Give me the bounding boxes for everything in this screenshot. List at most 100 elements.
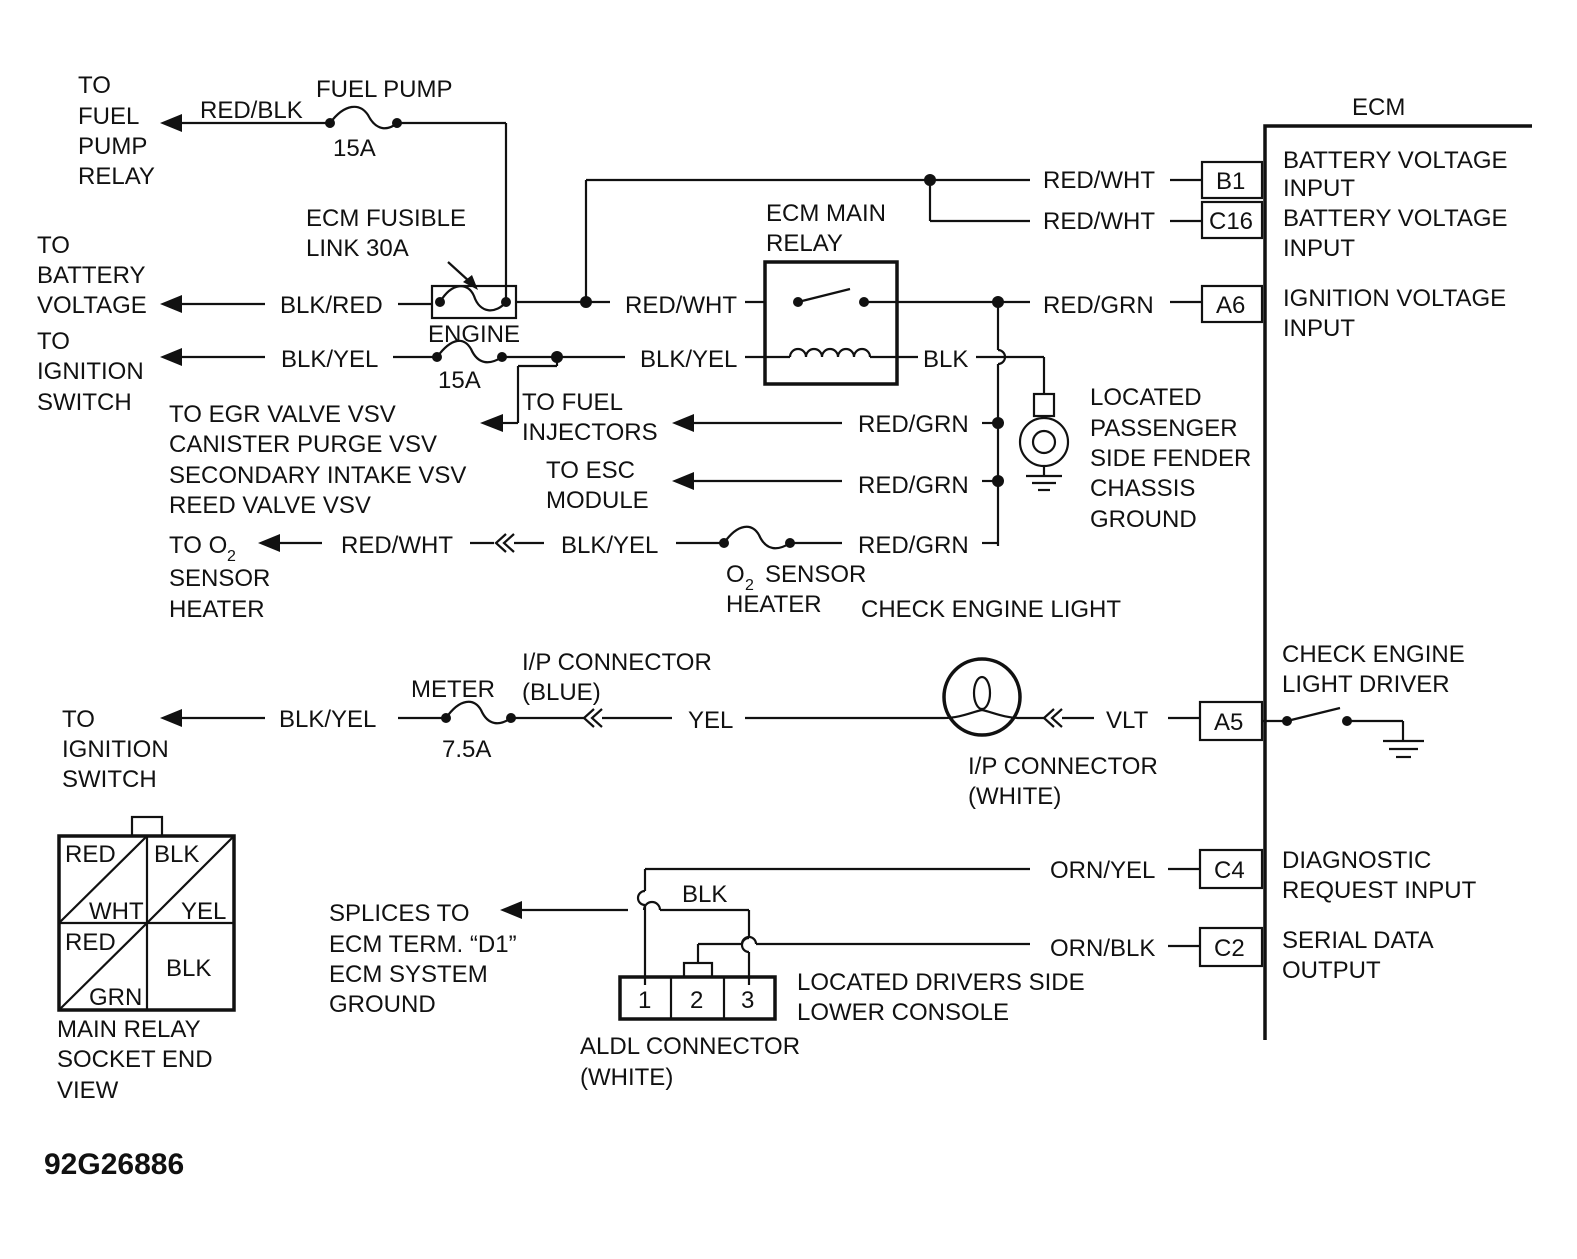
ecm-pin-c4-function-line1: DIAGNOSTIC <box>1282 847 1431 874</box>
aldl-connector: 1 2 3 <box>618 961 777 1021</box>
ecm-pin-c4-function-line2: REQUEST INPUT <box>1282 877 1477 904</box>
ecm-pin-b1: B1 BATTERY VOLTAGE INPUT <box>1200 147 1508 202</box>
dest-splices-line2: ECM TERM. “D1” <box>329 931 517 958</box>
arrow-to-fuel-pump-relay <box>160 114 182 132</box>
fusible-link-name-line2: LINK 30A <box>306 235 409 262</box>
dest-ignition-switch-line2: IGNITION <box>37 358 144 385</box>
dest-ignition-switch-line1: TO <box>37 328 70 355</box>
ecm-title: ECM <box>1352 94 1405 121</box>
fuel-pump-fuse-name: FUEL PUMP <box>316 76 452 103</box>
wire-label-vlt: VLT <box>1106 707 1149 734</box>
wire-label-red-wht-b1: RED/WHT <box>1043 167 1155 194</box>
ip-connector-blue-line2: (BLUE) <box>522 679 601 706</box>
socket-caption-line1: MAIN RELAY <box>57 1016 201 1043</box>
ecm-pin-c2: C2 SERIAL DATA OUTPUT <box>1198 926 1434 984</box>
dest-o2-heater-line2: SENSOR <box>169 565 270 592</box>
wire-label-orn-yel: ORN/YEL <box>1050 857 1155 884</box>
socket-cell3-bottom: GRN <box>89 984 142 1011</box>
socket-caption-line3: VIEW <box>57 1077 119 1104</box>
dest-fuel-pump-relay-line4: RELAY <box>78 163 155 190</box>
ecm-pin-c4-label: C4 <box>1214 857 1245 884</box>
dest-battery-voltage-line3: VOLTAGE <box>37 292 147 319</box>
socket-cell1-bottom: WHT <box>89 898 144 925</box>
dest-fuel-pump-relay-line3: PUMP <box>78 133 147 160</box>
battery-feed-circuit: RED/WHT RED/WHT <box>584 167 1202 302</box>
ecm-pin-a5-function-line1: CHECK ENGINE <box>1282 641 1465 668</box>
dest-ignition-switch-2-line3: SWITCH <box>62 766 157 793</box>
wire-label-blk-yel-meter: BLK/YEL <box>279 706 376 733</box>
wire-label-red-grn-a6: RED/GRN <box>1043 292 1154 319</box>
engine-fuse-name: ENGINE <box>428 321 520 348</box>
ip-connector-white-line1: I/P CONNECTOR <box>968 753 1158 780</box>
wire-label-red-wht-o2: RED/WHT <box>341 532 453 559</box>
wire-label-red-wht-c16: RED/WHT <box>1043 208 1155 235</box>
socket-cell3-top: RED <box>65 929 116 956</box>
ecm-pin-a6-function-line2: INPUT <box>1283 315 1355 342</box>
o2-heater-fuse-symbol <box>723 525 791 550</box>
wire-label-red-grn-o2: RED/GRN <box>858 532 969 559</box>
meter-fuse-name: METER <box>411 676 495 703</box>
aldl-name-line1: ALDL CONNECTOR <box>580 1033 800 1060</box>
socket-cell2-top: BLK <box>154 841 199 868</box>
esc-module-circuit: TO ESC MODULE RED/GRN <box>546 457 1004 514</box>
arrow-to-vsv <box>480 414 503 432</box>
relay-name-line2: RELAY <box>766 230 843 257</box>
o2-fuse-name-o: O <box>726 561 745 588</box>
ignition-voltage-circuit: RED/GRN <box>897 292 1202 546</box>
meter-fuse-symbol <box>445 700 512 725</box>
dest-ignition-switch-2-line1: TO <box>62 706 95 733</box>
dest-vsv-line1: TO EGR VALVE VSV <box>169 401 396 428</box>
arrow-to-ignition-switch-2 <box>160 709 182 727</box>
check-engine-light-circuit: TO IGNITION SWITCH BLK/YEL METER 7.5A I/… <box>62 649 1200 810</box>
arrow-to-battery-voltage <box>160 295 182 313</box>
wire-label-yel: YEL <box>688 707 733 734</box>
ecm-pin-c2-function-line2: OUTPUT <box>1282 957 1381 984</box>
battery-voltage-circuit: TO BATTERY VOLTAGE BLK/RED ECM FUSIBLE L… <box>37 205 765 320</box>
relay-name-line1: ECM MAIN <box>766 200 886 227</box>
engine-fuse-rating: 15A <box>438 367 481 394</box>
socket-cell4-center: BLK <box>166 955 211 982</box>
fuel-injectors-circuit: TO FUEL INJECTORS RED/GRN <box>522 389 1004 446</box>
ground-label-line3: SIDE FENDER <box>1090 445 1251 472</box>
dest-vsv-line3: SECONDARY INTAKE VSV <box>169 462 466 489</box>
dest-esc-module-line1: TO ESC <box>546 457 635 484</box>
fuel-pump-fuse-rating: 15A <box>333 135 376 162</box>
arrow-to-fuel-injectors <box>672 414 694 432</box>
aldl-name-line2: (WHITE) <box>580 1064 673 1091</box>
ecm-pin-a6-function-line1: IGNITION VOLTAGE <box>1283 285 1506 312</box>
dest-vsv-line4: REED VALVE VSV <box>169 492 371 519</box>
ground-label-line5: GROUND <box>1090 506 1197 533</box>
dest-ignition-switch-line3: SWITCH <box>37 389 132 416</box>
figure-code: 92G26886 <box>44 1148 184 1181</box>
ecm-pin-b1-label: B1 <box>1216 168 1245 195</box>
ecm-pin-b1-function-line1: BATTERY VOLTAGE <box>1283 147 1508 174</box>
chassis-ground-eyelet <box>1018 416 1070 468</box>
wire-label-blk-yel-ign: BLK/YEL <box>281 346 378 373</box>
check-engine-light-label: CHECK ENGINE LIGHT <box>861 596 1121 623</box>
ecm-pin-b1-function-line2: INPUT <box>1283 175 1355 202</box>
wire-label-red-blk: RED/BLK <box>200 97 303 124</box>
ecm-pin-c4: C4 DIAGNOSTIC REQUEST INPUT <box>1198 847 1477 904</box>
fusible-link-symbol <box>439 285 507 312</box>
fuel-pump-fuse-symbol <box>329 105 398 130</box>
dest-ignition-switch-2-line2: IGNITION <box>62 736 169 763</box>
dest-fuel-pump-relay-line2: FUEL <box>78 103 139 130</box>
ecm-pin-a5: A5 CHECK ENGINE LIGHT DRIVER <box>1198 641 1465 742</box>
aldl-pin-1: 1 <box>638 987 651 1014</box>
relay-socket-view: RED WHT BLK YEL RED GRN BLK MAIN RELAY S… <box>57 815 236 1104</box>
connector-symbol-o2 <box>494 533 515 553</box>
wire-label-red-grn-esc: RED/GRN <box>858 472 969 499</box>
aldl-circuit: ORN/YEL ORN/BLK BLK 1 2 3 <box>329 857 1200 1091</box>
dest-esc-module-line2: MODULE <box>546 487 649 514</box>
dest-o2-heater-subscript: 2 <box>227 548 236 565</box>
ecm-pin-a6: A6 IGNITION VOLTAGE INPUT <box>1200 284 1506 342</box>
ecm-main-relay: ECM MAIN RELAY <box>763 200 899 386</box>
o2-heater-circuit: TO O 2 SENSOR HEATER RED/WHT BLK/YEL RED… <box>169 525 1121 623</box>
socket-cell2-bottom: YEL <box>181 898 226 925</box>
ecm-pin-c16-label: C16 <box>1209 208 1253 235</box>
ecm-pin-c16: C16 BATTERY VOLTAGE INPUT <box>1200 200 1508 262</box>
dest-vsv-line2: CANISTER PURGE VSV <box>169 431 437 458</box>
ecm-outline <box>1263 124 1532 1040</box>
dest-o2-heater-line1: TO O <box>169 532 227 559</box>
